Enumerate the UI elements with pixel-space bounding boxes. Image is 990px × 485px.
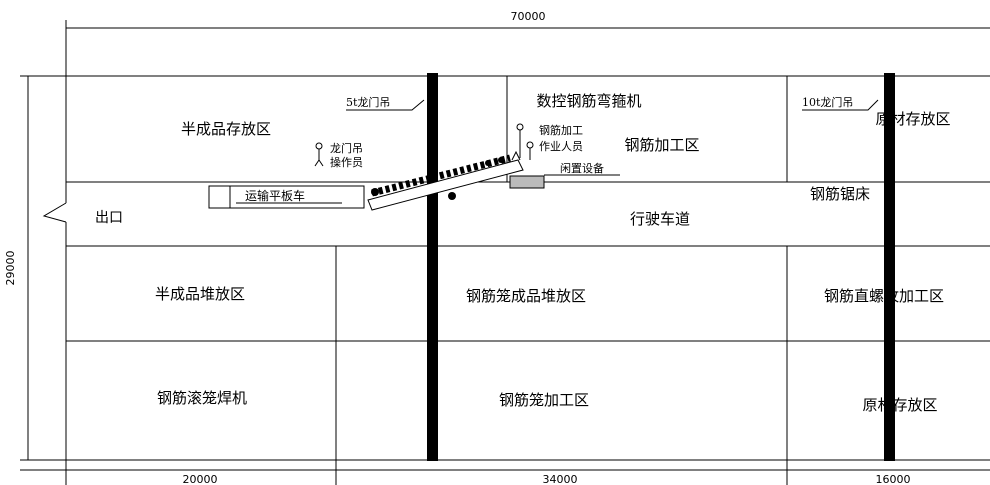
crane-rail-right [884,73,895,461]
dim-bottom-1: 20000 [183,473,218,485]
flatbed-truck [208,185,365,209]
zone-cage-welder: 钢筋滚笼焊机 [157,389,247,407]
crane-operator-line1: 龙门吊 [330,141,363,155]
zone-rebar-saw: 钢筋锯床 [810,185,870,203]
crane-5t-label: 5t龙门吊 [346,95,390,109]
dim-bottom-3: 16000 [876,473,911,485]
zone-semi-finished-stack: 半成品堆放区 [155,285,245,303]
dim-bottom-2: 34000 [543,473,578,485]
crane-10t-label: 10t龙门吊 [802,95,853,109]
idle-equipment-label: 闲置设备 [560,161,604,175]
exit-label: 出口 [95,210,123,226]
worker-line1: 钢筋加工 [539,123,583,137]
dimension-lines [20,20,990,485]
zone-raw-storage-bottom: 原材存放区 [862,396,937,414]
rebar-worker-figures [511,123,534,161]
flatbed-label: 运输平板车 [245,188,305,203]
rebar-bundle [367,154,524,211]
crane-operator-figure [314,142,324,167]
crane-operator-line2: 操作员 [330,155,363,169]
zone-spiral-processing: 钢筋直螺纹加工区 [824,287,944,305]
zone-semi-finished-storage: 半成品存放区 [181,120,271,138]
dim-left-height: 29000 [4,251,17,286]
zone-roadway: 行驶车道 [630,210,690,228]
idle-equipment-box [509,175,545,189]
zone-cage-processing: 钢筋笼加工区 [499,391,589,409]
zone-cnc-bending: 数控钢筋弯箍机 [536,92,641,110]
zone-cage-finished-stack: 钢筋笼成品堆放区 [466,287,586,305]
dim-top-total: 70000 [511,10,546,23]
site-outline [42,75,990,461]
zone-rebar-processing: 钢筋加工区 [624,136,699,154]
zone-raw-storage-top: 原材存放区 [875,110,950,128]
worker-line2: 作业人员 [539,140,583,153]
crane-rail-left [427,73,438,461]
